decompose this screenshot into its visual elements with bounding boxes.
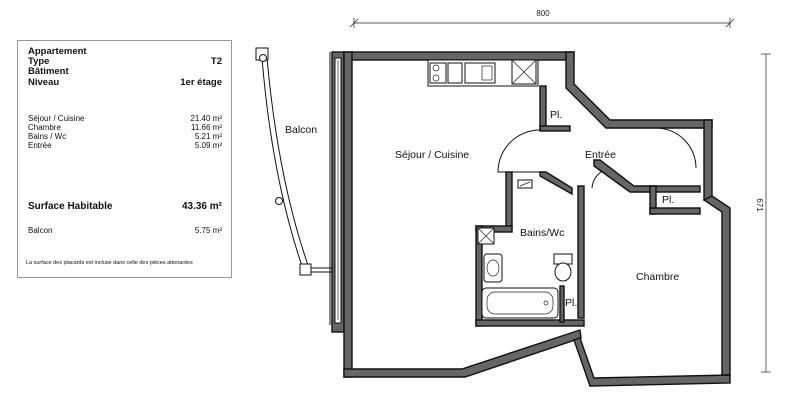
height-dimension-label: 671 bbox=[755, 198, 764, 212]
info-value: 1er étage bbox=[180, 77, 222, 88]
placard-2-label: Pl. bbox=[662, 194, 674, 206]
surface-label: Surface Habitable bbox=[28, 201, 113, 212]
area-row-chambre: Chambre 11.66 m² bbox=[28, 123, 222, 132]
info-row-niveau: Niveau 1er étage bbox=[28, 78, 222, 88]
area-row-bains: Bains / Wc 5.21 m² bbox=[28, 132, 222, 141]
exterior-walls bbox=[343, 51, 731, 387]
sejour-door[interactable] bbox=[497, 129, 541, 173]
kitchen-sink bbox=[464, 62, 496, 84]
kitchen bbox=[427, 59, 539, 87]
info-row-type: Type T2 bbox=[28, 57, 222, 67]
surface-habitable-row: Surface Habitable 43.36 m² bbox=[28, 202, 222, 212]
placard-1: Pl. bbox=[539, 85, 571, 132]
entree-room-label: Entrée bbox=[585, 149, 616, 161]
info-row-batiment: Bâtiment bbox=[28, 67, 222, 77]
placard-3-label: Pl. bbox=[565, 297, 577, 309]
area-label: Entrée bbox=[28, 141, 52, 150]
placard-3: Pl. bbox=[559, 285, 577, 323]
info-row-appartement: Appartement bbox=[28, 47, 222, 57]
surface-value: 43.36 m² bbox=[181, 201, 222, 212]
balcon-label: Balcon bbox=[28, 226, 53, 235]
info-label: Appartement bbox=[28, 46, 87, 57]
info-label: Niveau bbox=[28, 77, 60, 88]
area-label: Séjour / Cuisine bbox=[28, 114, 85, 123]
area-label: Bains / Wc bbox=[28, 132, 67, 141]
info-label: Bâtiment bbox=[28, 66, 69, 77]
dishwasher bbox=[447, 62, 463, 84]
info-value: T2 bbox=[210, 56, 222, 67]
area-label: Chambre bbox=[28, 123, 61, 132]
balcon-room-label: Balcon bbox=[285, 124, 317, 136]
info-label: Type bbox=[28, 56, 50, 67]
toilet-bowl bbox=[554, 262, 572, 282]
balcony-column bbox=[259, 54, 267, 62]
entrance-door[interactable] bbox=[655, 127, 697, 169]
placard-note: La surface des placards est incluse dans… bbox=[26, 260, 193, 266]
area-value: 5.21 m² bbox=[194, 132, 222, 141]
area-row-sejour: Séjour / Cuisine 21.40 m² bbox=[28, 114, 222, 123]
balcon-value: 5.75 m² bbox=[194, 226, 222, 235]
balcony-column bbox=[275, 197, 283, 205]
width-dimension: 800 bbox=[349, 9, 735, 28]
balcony bbox=[255, 47, 340, 325]
width-dimension-label: 800 bbox=[536, 9, 550, 18]
chambre-room-label: Chambre bbox=[636, 271, 679, 283]
placard-1-label: Pl. bbox=[550, 109, 562, 121]
balcon-area-row: Balcon 5.75 m² bbox=[28, 226, 222, 235]
area-row-entree: Entrée 5.09 m² bbox=[28, 141, 222, 150]
area-value: 5.09 m² bbox=[194, 141, 222, 150]
sejour-room-label: Séjour / Cuisine bbox=[395, 149, 469, 161]
bathroom-fixtures bbox=[477, 179, 573, 319]
bathtub bbox=[481, 287, 559, 319]
washbasin bbox=[483, 253, 503, 283]
area-value: 11.66 m² bbox=[191, 123, 222, 132]
apartment-info-box: Appartement Type T2 Bâtiment Niveau 1er … bbox=[17, 40, 232, 278]
interior-partitions: Pl. bbox=[475, 159, 701, 327]
bains-room-label: Bains/Wc bbox=[520, 227, 564, 239]
stove bbox=[429, 62, 447, 84]
height-dimension: 671 bbox=[755, 53, 771, 373]
balcony-post bbox=[299, 263, 312, 276]
area-value: 21.40 m² bbox=[190, 114, 222, 123]
